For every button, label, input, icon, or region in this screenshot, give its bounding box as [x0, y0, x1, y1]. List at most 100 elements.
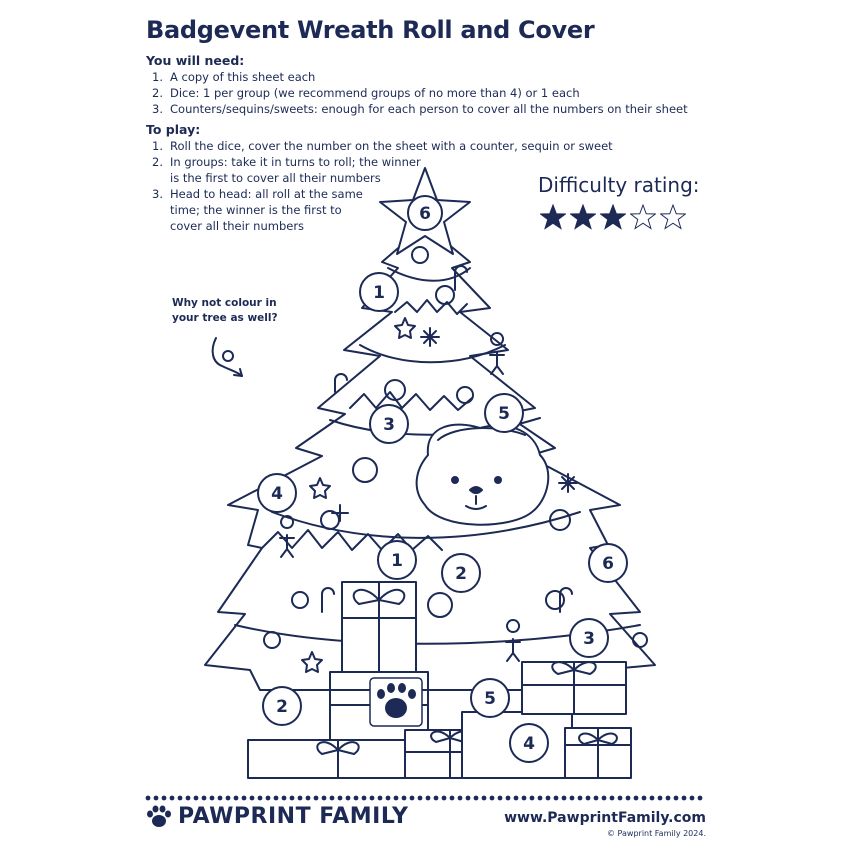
divider-dot [409, 795, 415, 801]
divider-dot [289, 795, 295, 801]
number-circle: 3 [569, 618, 609, 658]
divider-dot [377, 795, 383, 801]
divider-dot [329, 795, 335, 801]
divider-dot [593, 795, 599, 801]
divider-dot [465, 795, 471, 801]
dotted-divider [145, 795, 703, 801]
divider-dot [193, 795, 199, 801]
divider-dot [241, 795, 247, 801]
list-item: 2.Dice: 1 per group (we recommend groups… [152, 86, 580, 100]
number-label: 4 [523, 734, 535, 754]
divider-dot [169, 795, 175, 801]
website-link[interactable]: www.PawprintFamily.com [504, 810, 706, 826]
number-label: 1 [391, 551, 403, 571]
divider-dot [393, 795, 399, 801]
divider-dot [537, 795, 543, 801]
divider-dot [497, 795, 503, 801]
divider-dot [369, 795, 375, 801]
divider-dot [217, 795, 223, 801]
number-circle: 6 [588, 543, 628, 583]
divider-dot [305, 795, 311, 801]
paw-print-icon [147, 805, 171, 827]
number-label: 6 [602, 554, 614, 574]
you-will-need-list: 1.A copy of this sheet each 2.Dice: 1 pe… [152, 69, 688, 117]
number-circle: 3 [369, 404, 409, 444]
divider-dot [249, 795, 255, 801]
number-circle: 5 [484, 393, 524, 433]
divider-dot [521, 795, 527, 801]
divider-dot [553, 795, 559, 801]
divider-dot [233, 795, 239, 801]
star-empty-icon [630, 204, 656, 230]
divider-dot [473, 795, 479, 801]
number-circle: 2 [262, 686, 302, 726]
divider-dot [481, 795, 487, 801]
divider-dot [177, 795, 183, 801]
divider-dot [601, 795, 607, 801]
colouring-note: Why not colour in your tree as well? [172, 297, 278, 324]
divider-dot [649, 795, 655, 801]
number-circle: 1 [377, 540, 417, 580]
divider-dot [401, 795, 407, 801]
divider-dot [689, 795, 695, 801]
divider-dot [441, 795, 447, 801]
divider-dot [353, 795, 359, 801]
divider-dot [361, 795, 367, 801]
brand-logo: PAWPRINT FAMILY [146, 804, 408, 829]
divider-dot [185, 795, 191, 801]
divider-dot [257, 795, 263, 801]
divider-dot [633, 795, 639, 801]
divider-dot [665, 795, 671, 801]
divider-dot [337, 795, 343, 801]
divider-dot [489, 795, 495, 801]
number-circle: 5 [470, 678, 510, 718]
divider-dot [657, 795, 663, 801]
star-filled-icon [570, 204, 596, 230]
divider-dot [641, 795, 647, 801]
star-empty-icon [660, 204, 686, 230]
divider-dot [281, 795, 287, 801]
divider-dot [449, 795, 455, 801]
divider-dot [297, 795, 303, 801]
page-title: Badgevent Wreath Roll and Cover [146, 16, 595, 44]
number-circle: 1 [359, 272, 399, 312]
divider-dot [609, 795, 615, 801]
bear-face-icon [415, 423, 550, 526]
divider-dot [561, 795, 567, 801]
number-label: 1 [373, 283, 385, 303]
list-item: 1.A copy of this sheet each [152, 70, 316, 84]
divider-dot [433, 795, 439, 801]
brand-name: PAWPRINT FAMILY [178, 804, 409, 829]
divider-dot [345, 795, 351, 801]
divider-dot [209, 795, 215, 801]
divider-dot [313, 795, 319, 801]
number-label: 4 [271, 484, 283, 504]
divider-dot [417, 795, 423, 801]
divider-dot [681, 795, 687, 801]
divider-dot [265, 795, 271, 801]
divider-dot [321, 795, 327, 801]
divider-dot [545, 795, 551, 801]
divider-dot [425, 795, 431, 801]
divider-dot [529, 795, 535, 801]
divider-dot [225, 795, 231, 801]
divider-dot [385, 795, 391, 801]
number-label: 2 [455, 564, 467, 584]
divider-dot [153, 795, 159, 801]
divider-dot [145, 795, 151, 801]
star-filled-icon [540, 204, 566, 230]
difficulty-label: Difficulty rating: [538, 173, 700, 197]
list-item: 2.In groups: take it in turns to roll; t… [152, 155, 421, 185]
divider-dot [505, 795, 511, 801]
tree-outline [204, 224, 656, 691]
divider-dot [513, 795, 519, 801]
divider-dot [569, 795, 575, 801]
number-label: 5 [498, 404, 510, 424]
divider-dot [585, 795, 591, 801]
number-circle: 4 [509, 723, 549, 763]
number-circle: 4 [257, 473, 297, 513]
number-circle: 2 [441, 553, 481, 593]
divider-dot [673, 795, 679, 801]
number-label: 3 [583, 629, 595, 649]
